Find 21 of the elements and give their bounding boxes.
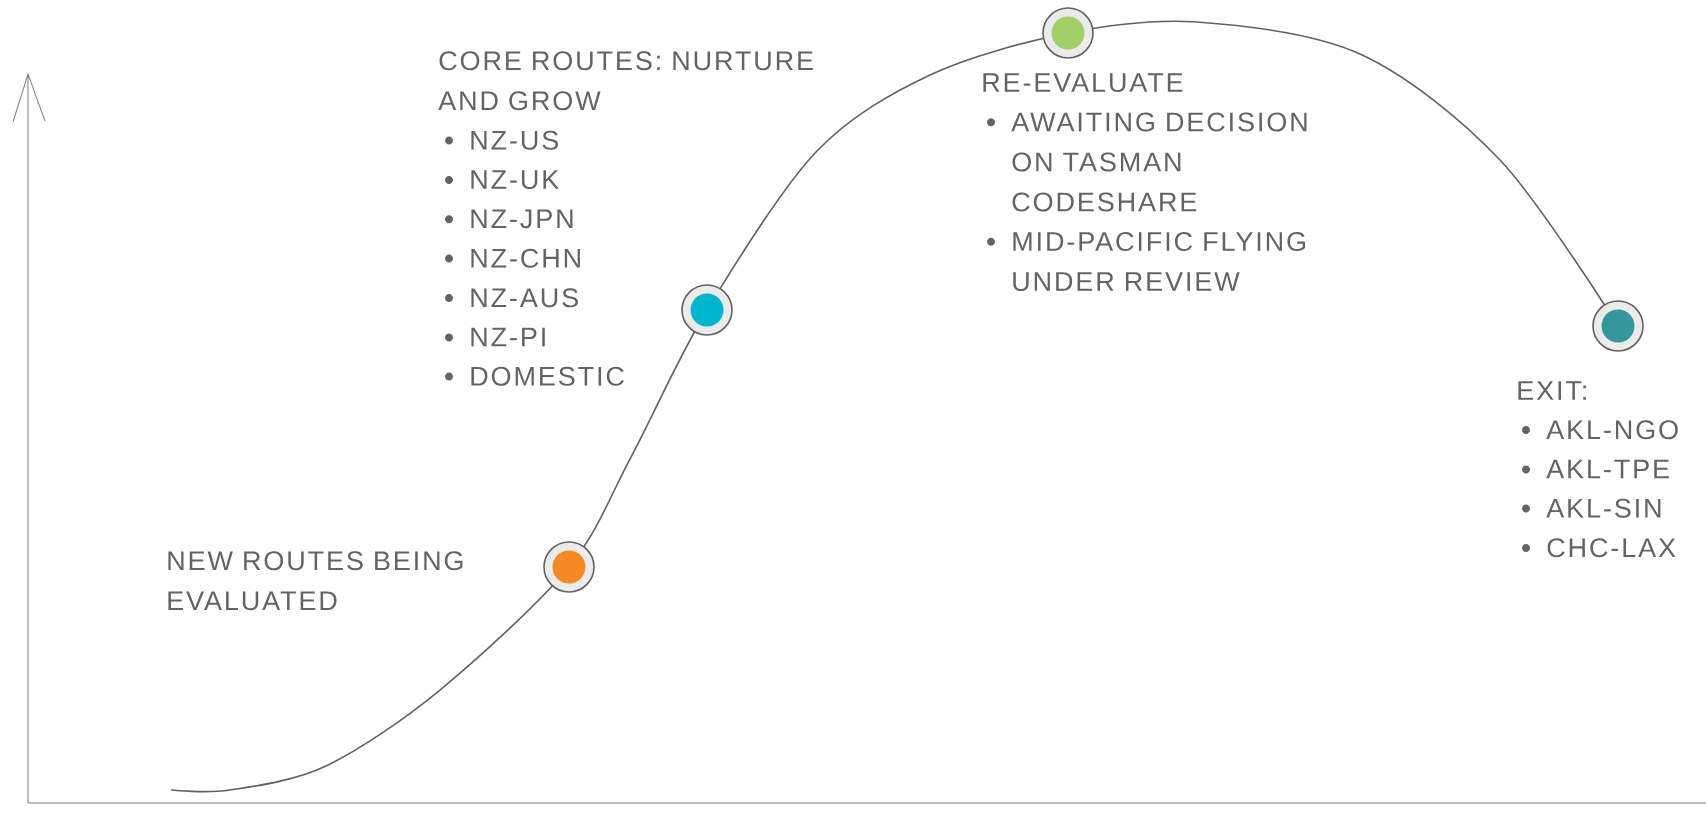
list-item: CHC-LAX bbox=[1547, 538, 1676, 558]
stage-heading: EXIT: bbox=[1518, 381, 1586, 400]
marker-circle bbox=[1592, 300, 1644, 352]
marker-circle bbox=[543, 541, 595, 593]
list-item: NZ-CHN bbox=[471, 248, 580, 268]
list-item: AKL-TPE bbox=[1546, 459, 1669, 479]
stage-heading: RE-EVALUATE bbox=[983, 73, 1183, 93]
marker-circle bbox=[681, 284, 733, 336]
list-item: NZ-AUS bbox=[471, 288, 578, 308]
list-item: AKL-NGO bbox=[1546, 420, 1678, 440]
list-item: AWAITING DECISION ON TASMAN CODESHARE bbox=[1011, 112, 1307, 212]
list-item: AKL-SIN bbox=[1546, 498, 1661, 518]
list-item: NZ-PI bbox=[471, 327, 545, 347]
stage-heading: CORE ROUTES: NURTURE AND GROW bbox=[438, 51, 813, 111]
list-item: NZ-UK bbox=[471, 170, 559, 190]
marker-circle bbox=[1042, 7, 1094, 59]
stage-heading: NEW ROUTES BEING EVALUATED bbox=[168, 551, 463, 611]
list-item: MID-PACIFIC FLYING UNDER REVIEW bbox=[1013, 231, 1306, 292]
list-item: NZ-US bbox=[471, 130, 558, 150]
list-item: DOMESTIC bbox=[471, 366, 624, 386]
list-item: NZ-JPN bbox=[471, 209, 573, 229]
